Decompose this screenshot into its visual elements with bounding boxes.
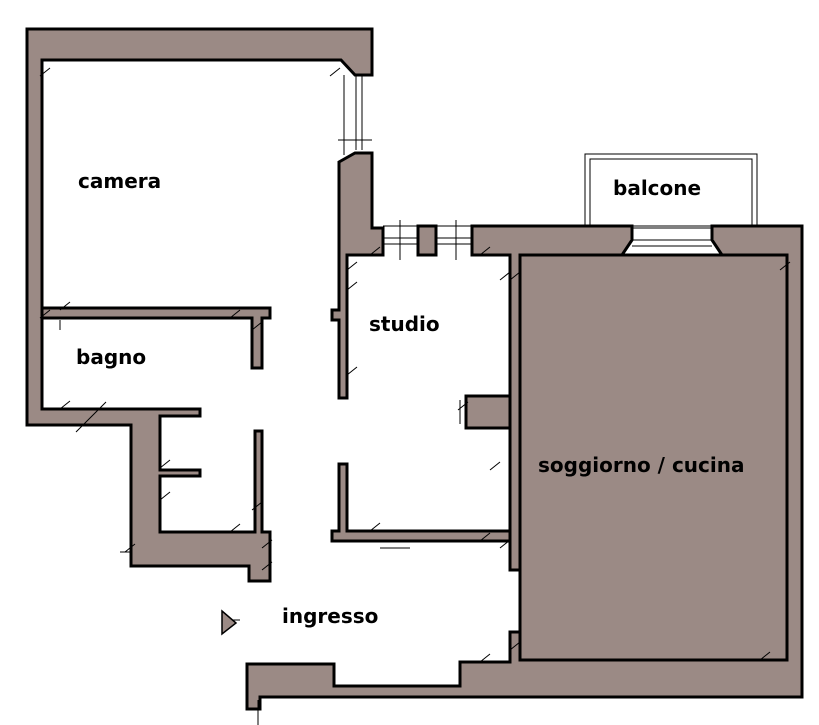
wall-soggiorno-outer: [245, 224, 804, 711]
wall-studio-lower: [330, 462, 512, 543]
balcone-outline-inner: [589, 158, 753, 227]
label-balcone: balcone: [613, 176, 701, 200]
wall-camera-outer: [25, 27, 374, 583]
wall-bagno-top: [40, 306, 272, 370]
construction-ticks: [39, 67, 791, 725]
wall-camera-right: [330, 151, 385, 400]
label-ingresso: ingresso: [282, 604, 378, 628]
label-studio: studio: [369, 312, 440, 336]
entrance-arrow-icon: [221, 609, 238, 636]
wall-studio-stub: [464, 394, 512, 430]
label-soggiorno: soggiorno / cucina: [538, 453, 744, 477]
label-camera: camera: [78, 169, 161, 193]
label-bagno: bagno: [76, 345, 146, 369]
wall-window-pillar: [416, 224, 438, 257]
